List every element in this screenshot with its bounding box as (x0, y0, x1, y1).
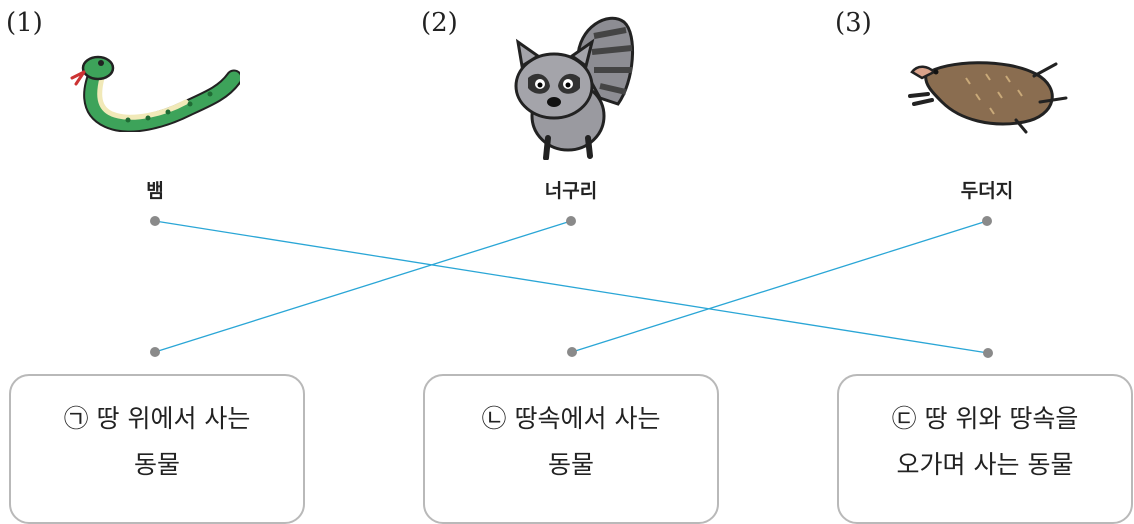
answer-box-3-line1: ㉢ 땅 위와 땅속을 (891, 404, 1079, 433)
item-number-2: (2) (421, 8, 458, 38)
top-dot-1[interactable] (150, 216, 160, 226)
answer-box-1-line2: 동물 (133, 450, 180, 479)
answer-box-2-line2: 동물 (547, 450, 594, 479)
item-number-1: (1) (6, 8, 43, 38)
answer-box-1-line1: ㉠ 땅 위에서 사는 (63, 404, 251, 433)
answer-box-3-line2: 오가며 사는 동물 (896, 450, 1074, 479)
answer-box-2-line1: ㉡ 땅속에서 사는 (481, 404, 661, 433)
raccoon-icon (514, 16, 635, 160)
matching-lines (150, 216, 993, 358)
snake-icon (70, 55, 240, 132)
bottom-dot-1[interactable] (150, 347, 160, 357)
bottom-dot-2[interactable] (567, 347, 577, 357)
bottom-dot-3[interactable] (983, 348, 993, 358)
item-number-3: (3) (835, 8, 872, 38)
match-line-3 (571, 220, 988, 353)
top-dot-3[interactable] (982, 216, 992, 226)
animal-name-1: 뱀 (146, 180, 164, 202)
match-line-1 (154, 220, 989, 354)
answer-box-1: ㉠ 땅 위에서 사는 동물 (9, 374, 305, 524)
answer-box-2: ㉡ 땅속에서 사는 동물 (423, 374, 719, 524)
mole-icon (908, 61, 1068, 134)
animal-name-2: 너구리 (544, 180, 598, 202)
animal-name-3: 두더지 (960, 180, 1014, 202)
match-line-2 (154, 220, 572, 353)
answer-box-3: ㉢ 땅 위와 땅속을 오가며 사는 동물 (837, 374, 1133, 524)
top-dot-2[interactable] (566, 216, 576, 226)
